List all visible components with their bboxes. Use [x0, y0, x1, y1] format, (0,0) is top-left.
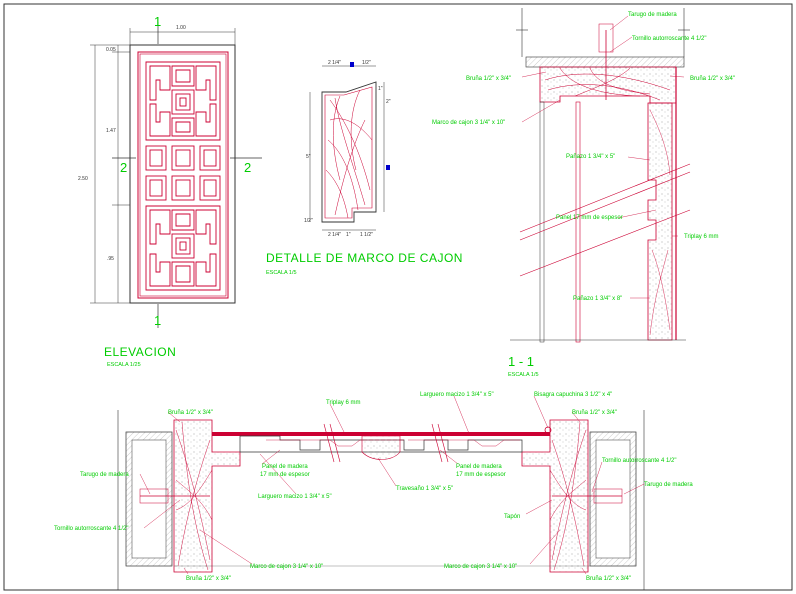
- section-mark-1-top: 1: [154, 14, 161, 29]
- section-11-label-panel: Panel 17 mm de espesor: [556, 215, 623, 221]
- section-11-jamb: [575, 101, 581, 343]
- frame-dim-2: 1/2": [362, 60, 371, 66]
- section-22-hinge: [544, 426, 552, 434]
- frame-dim-6: 1/2": [304, 218, 313, 224]
- section-22-label-larguero-top: Larguero macizo 1 3/4" x 5": [420, 392, 494, 398]
- door-outer-frame: [129, 44, 236, 304]
- section-22-label-panel-right-1: Panel de madera: [456, 464, 502, 470]
- section-22-label-panel-left-1: Panel de madera: [262, 464, 308, 470]
- frame-dim-4: 2": [386, 99, 391, 105]
- section-22-label-bisagra: Bisagra capuchina 3 1/2" x 4": [534, 392, 612, 398]
- dim-marker-top: [350, 62, 354, 67]
- section-11-label-brufia-left: Bruña 1/2" x 3/4": [466, 76, 511, 82]
- frame-detail-title: DETALLE DE MARCO DE CAJON: [266, 251, 463, 265]
- section-22-label-triplay: Triplay 6 mm: [326, 400, 360, 406]
- section-11-label-brufia-right: Bruña 1/2" x 3/4": [690, 76, 735, 82]
- frame-dim-1: 2 1/4": [328, 60, 341, 66]
- frame-dim-3: 1": [378, 86, 383, 92]
- frame-dim-8: 1": [346, 232, 351, 238]
- elevation-upper-dim: 1.47: [106, 128, 116, 134]
- dim-marker-side: [386, 165, 390, 170]
- section-mark-2-left: 2: [120, 160, 127, 175]
- section-22-label-brufia-tl: Bruña 1/2" x 3/4": [168, 410, 213, 416]
- section-11-slab: [525, 56, 685, 68]
- section-11-label-panazo-bottom: Pañazo 1 3/4" x 8": [573, 296, 622, 302]
- section-22-label-tapon: Tapón: [504, 514, 520, 520]
- section-22-label-tornillo-right: Tornillo autorroscante 4 1/2": [602, 458, 677, 464]
- section-11-label-marco: Marco de cajon 3 1/4" x 10": [432, 120, 505, 126]
- frame-detail-outline: [321, 81, 377, 223]
- section-22-label-marco-right: Marco de cajon 3 1/4" x 10": [444, 564, 517, 570]
- elevation-top-dim: 0.05: [106, 47, 116, 53]
- section-22-label-brufia-tr: Bruña 1/2" x 3/4": [572, 410, 617, 416]
- frame-dim-5: 5": [306, 154, 311, 160]
- section-11-title: 1 - 1: [508, 354, 534, 369]
- elevation-title: ELEVACION: [104, 345, 176, 359]
- frame-dim-9: 1 1/2": [360, 232, 373, 238]
- section-22-label-brufia-br: Bruña 1/2" x 3/4": [586, 576, 631, 582]
- section-11-label-tarugo: Tarugo de madera: [628, 12, 677, 18]
- frame-detail-scale: ESCALA 1/5: [266, 270, 297, 276]
- section-22-label-panel-left-2: 17 mm de espesor: [260, 472, 310, 478]
- section-mark-2-right: 2: [244, 160, 251, 175]
- frame-dim-7: 2 1/4": [328, 232, 341, 238]
- elevation-lower-dim: .95: [107, 256, 114, 262]
- elevation-width-dim: 1.00: [176, 25, 186, 31]
- section-11-label-triplay: Triplay 6 mm: [684, 234, 718, 240]
- section-22-label-larguero-bottom: Larguero macizo 1 3/4" x 5": [258, 494, 332, 500]
- section-22-label-tarugo-left: Tarugo de madera: [80, 472, 129, 478]
- section-22-label-brufia-bl: Bruña 1/2" x 3/4": [186, 576, 231, 582]
- section-11-label-tornillo: Tornillo autorroscante 4 1/2": [632, 36, 707, 42]
- door-leaf: [137, 51, 229, 299]
- section-22-label-panel-right-2: 17 mm de espesor: [456, 472, 506, 478]
- section-11-label-panazo-top: Pañazo 1 3/4" x 5": [566, 154, 615, 160]
- section-22-travesano: [361, 435, 401, 460]
- elevation-view: 1.00 2.50 0.05 1.47 .95 1 1 2 2 ELEVACIO…: [78, 14, 262, 368]
- section-22-label-tornillo-left: Tornillo autorroscante 4 1/2": [54, 526, 129, 532]
- elevation-height-dim: 2.50: [78, 176, 88, 182]
- section-1-1-view: Tarugo de madera Tornillo autorroscante …: [432, 8, 735, 378]
- elevation-dimensions: [90, 28, 236, 304]
- elevation-scale: ESCALA 1/25: [107, 362, 141, 368]
- frame-detail-view: 2 1/4" 1/2" 1" 2" 5" 1/2" 2 1/4" 1" 1 1/…: [266, 60, 463, 276]
- section-mark-1-bottom: 1: [154, 313, 161, 328]
- section-2-2-view: Triplay 6 mm Larguero macizo 1 3/4" x 5"…: [54, 392, 693, 590]
- section-22-label-marco-left: Marco de cajon 3 1/4" x 10": [250, 564, 323, 570]
- section-11-scale: ESCALA 1/5: [508, 372, 539, 378]
- section-22-label-tarugo-right: Tarugo de madera: [644, 482, 693, 488]
- section-22-label-travesano: Travesaño 1 3/4" x 5": [396, 486, 453, 492]
- section-22-triplay-face: [212, 432, 550, 436]
- sheet-border: [3, 3, 793, 591]
- door-panel-pattern: [145, 61, 221, 291]
